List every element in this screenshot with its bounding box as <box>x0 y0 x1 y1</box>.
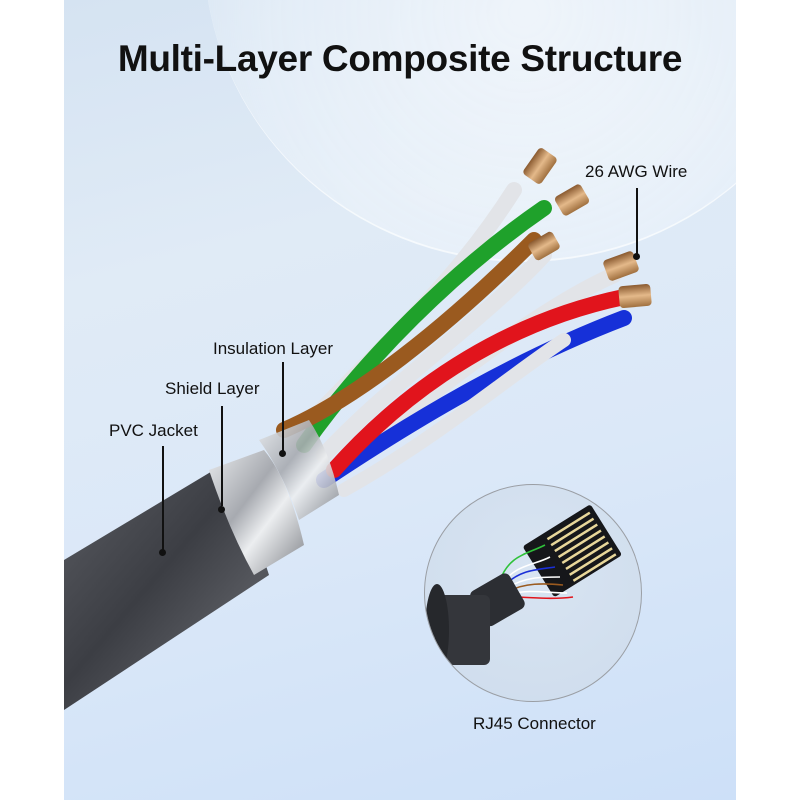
wire-leader <box>636 188 638 256</box>
wire-dot <box>633 253 640 260</box>
rj45-illustration <box>425 505 622 676</box>
label-pvc-jacket: PVC Jacket <box>109 421 198 440</box>
shield-leader <box>221 406 223 506</box>
label-26-awg-wire: 26 AWG Wire <box>585 162 688 181</box>
insulation-leader <box>282 362 284 454</box>
rj45-inset <box>424 484 642 702</box>
pvc-jacket <box>64 470 269 710</box>
wire-white-2 <box>316 247 552 463</box>
rj45-plug <box>523 505 622 597</box>
jacket-dot <box>159 549 166 556</box>
shield-foil <box>209 450 304 575</box>
product-infographic: Multi-Layer Composite Structure <box>64 0 736 800</box>
jacket-leader <box>162 446 164 552</box>
insulation-ring <box>259 420 339 520</box>
page-title: Multi-Layer Composite Structure <box>117 38 683 79</box>
label-rj45-connector: RJ45 Connector <box>473 714 596 733</box>
label-shield-layer: Shield Layer <box>165 379 260 398</box>
wire-white-4 <box>337 333 571 497</box>
shield-dot <box>218 506 225 513</box>
wire-blue <box>316 310 632 488</box>
wire-bundle <box>276 182 632 497</box>
copper-conductors <box>523 148 652 309</box>
wire-brown <box>276 232 542 438</box>
cable-illustration <box>64 148 652 710</box>
wire-red <box>326 289 632 478</box>
label-insulation-layer: Insulation Layer <box>213 339 334 358</box>
insulation-dot <box>279 450 286 457</box>
